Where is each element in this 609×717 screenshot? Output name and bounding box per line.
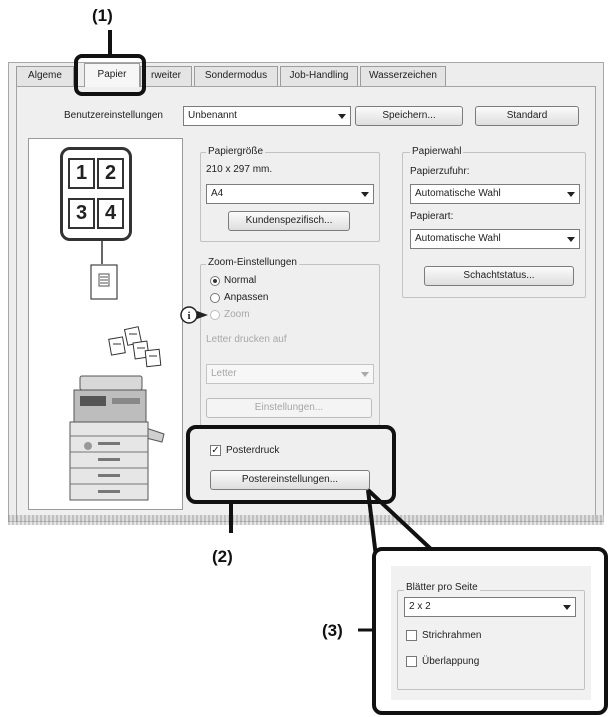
sheets-per-page-value: 2 x 2 (409, 601, 431, 612)
line-frame-label: Strichrahmen (422, 630, 482, 641)
callout-2-label: (2) (212, 547, 233, 566)
sheets-per-page-group (397, 590, 585, 690)
preview-cell-2: 2 (97, 158, 124, 189)
paper-type-select[interactable]: Automatische Wahl (410, 229, 580, 249)
paper-source-label: Papierzufuhr: (410, 166, 470, 177)
svg-text:i: i (187, 310, 190, 322)
fit-to-value: Letter (211, 368, 237, 379)
document-page-icon (90, 264, 118, 300)
chevron-down-icon (567, 237, 575, 242)
info-icon: i (180, 306, 208, 324)
tab-advanced[interactable]: rweiter (140, 66, 192, 86)
save-button[interactable]: Speichern... (355, 106, 463, 126)
paper-selection-group (402, 152, 586, 298)
poster-layout-preview (60, 147, 132, 241)
fit-to-label: Letter drucken auf (206, 334, 287, 345)
paper-source-select[interactable]: Automatische Wahl (410, 184, 580, 204)
paper-size-value: A4 (211, 188, 224, 199)
overlap-label: Überlappung (422, 656, 480, 667)
line-frame-checkbox[interactable] (406, 630, 417, 641)
paper-selection-title: Papierwahl (410, 146, 464, 157)
sheets-per-page-select[interactable]: 2 x 2 (404, 597, 576, 617)
paper-type-label: Papierart: (410, 211, 454, 222)
poster-print-checkbox[interactable]: ✓ (210, 445, 221, 456)
default-button[interactable]: Standard (475, 106, 579, 126)
user-settings-select[interactable]: Unbenannt (183, 106, 351, 126)
chevron-down-icon (567, 192, 575, 197)
preview-cell-4: 4 (97, 198, 124, 229)
user-settings-label: Benutzereinstellungen (64, 110, 163, 121)
zoom-zoom-label: Zoom (224, 309, 250, 320)
chevron-down-icon (338, 114, 346, 119)
tab-special-modes[interactable]: Sondermodus (194, 66, 278, 86)
preview-cell-1: 1 (68, 158, 95, 189)
zoom-zoom-radio[interactable] (210, 310, 220, 320)
poster-settings-button[interactable]: Postereinstellungen... (210, 470, 370, 490)
preview-cell-3: 3 (68, 198, 95, 229)
multiple-pages-icon (108, 326, 162, 368)
tab-job-handling[interactable]: Job-Handling (280, 66, 358, 86)
dialog-torn-edge (8, 515, 604, 525)
zoom-normal-radio[interactable] (210, 276, 220, 286)
chevron-down-icon (361, 372, 369, 377)
callout-3-label: (3) (322, 621, 343, 640)
paper-size-title: Papiergröße (206, 146, 266, 157)
overlap-checkbox[interactable] (406, 656, 417, 667)
zoom-fit-radio[interactable] (210, 293, 220, 303)
chevron-down-icon (563, 605, 571, 610)
zoom-normal-label: Normal (224, 275, 257, 286)
poster-print-label: Posterdruck (226, 445, 280, 456)
paper-source-value: Automatische Wahl (415, 188, 501, 199)
paper-type-value: Automatische Wahl (415, 233, 501, 244)
zoom-settings-button[interactable]: Einstellungen... (206, 398, 372, 418)
tab-general[interactable]: Algeme (16, 66, 74, 86)
sheets-per-page-title: Blätter pro Seite (404, 582, 480, 593)
callout-1-label: (1) (92, 6, 113, 25)
user-settings-value: Unbenannt (188, 110, 237, 121)
paper-size-group (200, 152, 380, 242)
custom-size-button[interactable]: Kundenspezifisch... (228, 211, 350, 231)
paper-size-select[interactable]: A4 (206, 184, 374, 204)
fit-to-select[interactable]: Letter (206, 364, 374, 384)
zoom-fit-label: Anpassen (224, 292, 269, 303)
tray-status-button[interactable]: Schachtstatus... (424, 266, 574, 286)
paper-dimensions: 210 x 297 mm. (206, 164, 273, 175)
tab-paper[interactable]: Papier (84, 63, 140, 87)
arrow-down-icon (101, 240, 103, 264)
printer-image (69, 375, 165, 501)
zoom-settings-title: Zoom-Einstellungen (206, 257, 299, 268)
tab-watermark[interactable]: Wasserzeichen (360, 66, 446, 86)
chevron-down-icon (361, 192, 369, 197)
